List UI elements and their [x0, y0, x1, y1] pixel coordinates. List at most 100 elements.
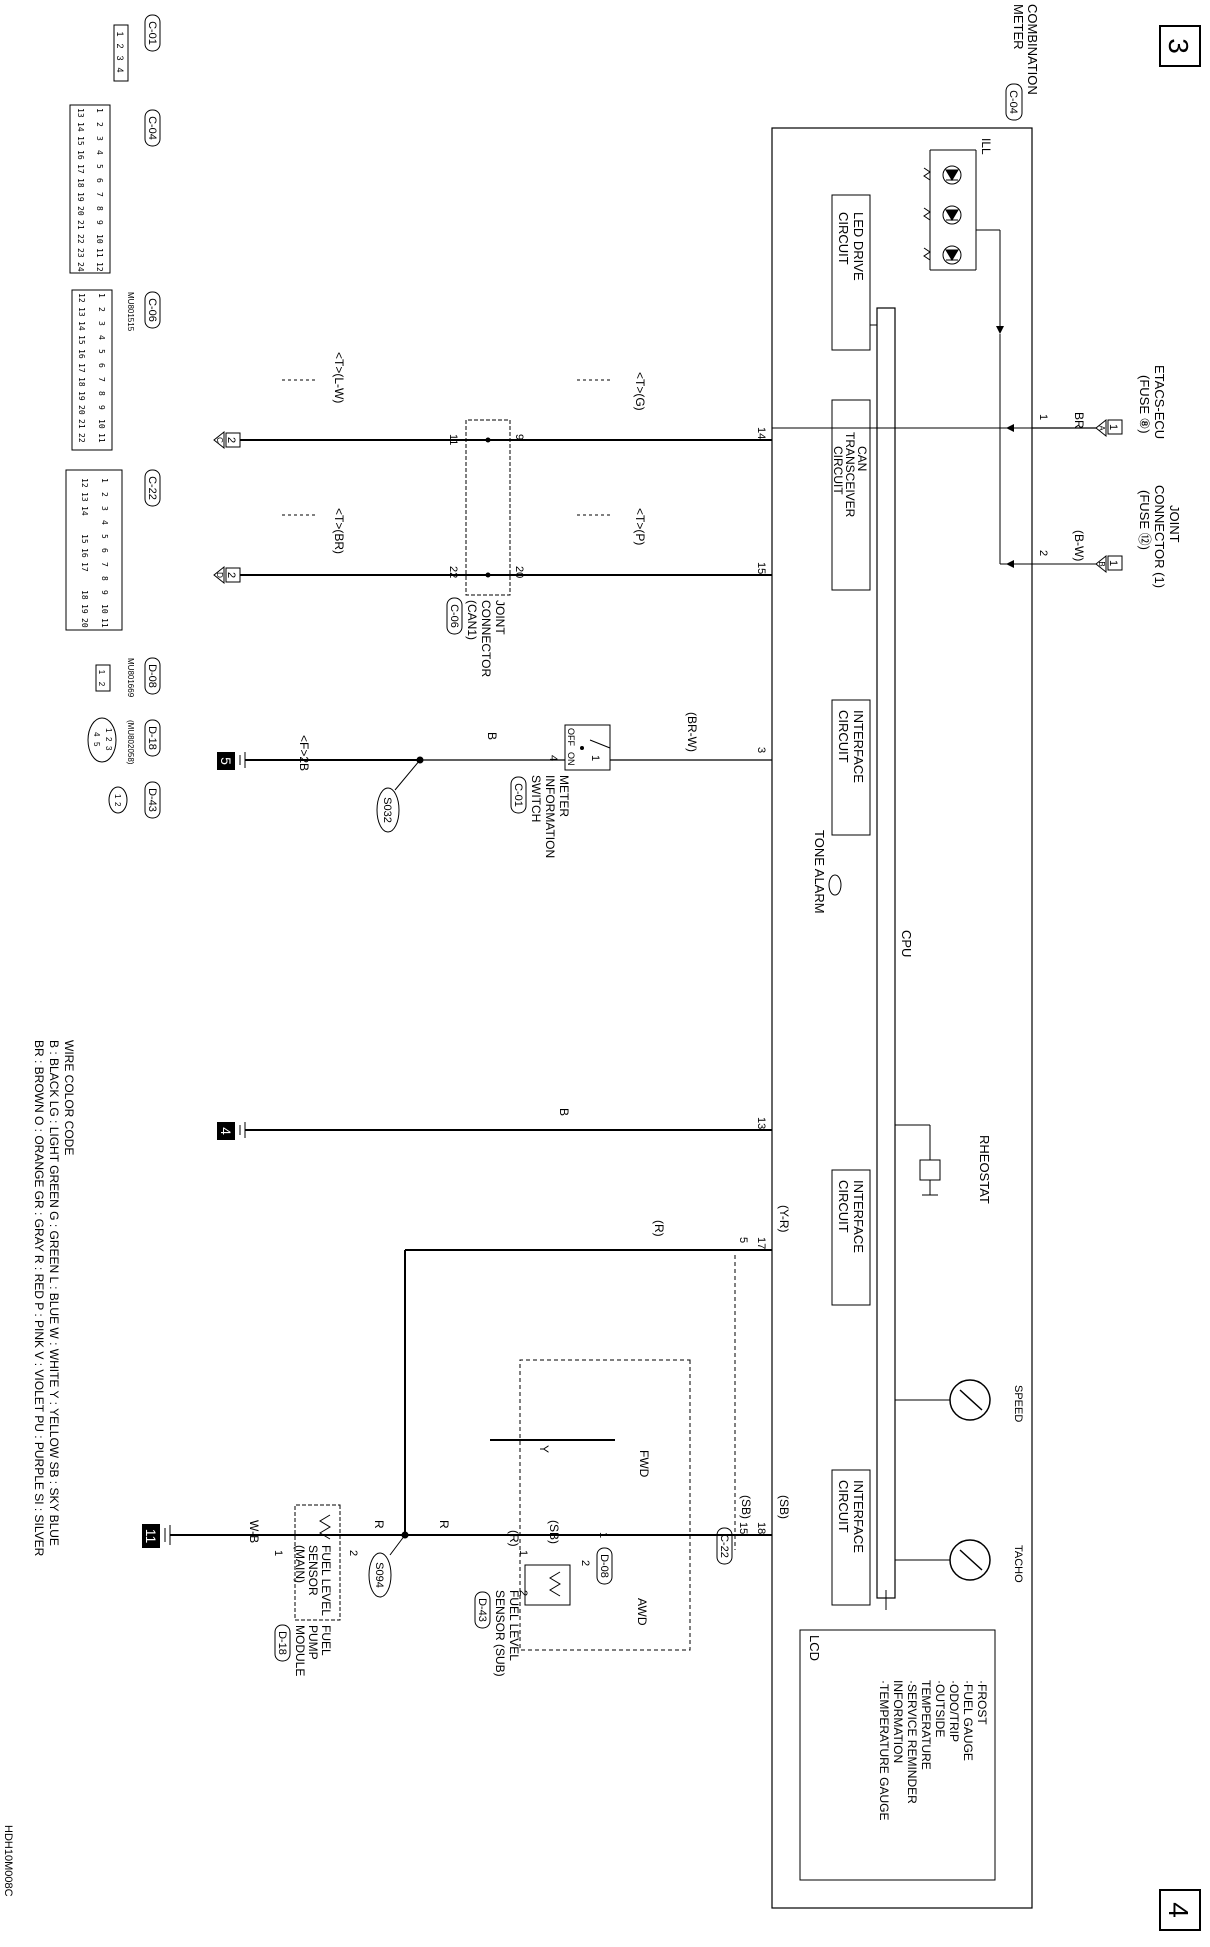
fuel-pin-1c: 1 — [597, 1532, 609, 1538]
svg-text:1: 1 — [97, 670, 106, 675]
joint1-label-3: (FUSE ⑫) — [1137, 490, 1152, 550]
svg-text:9: 9 — [95, 220, 104, 225]
svg-text:FUEL: FUEL — [319, 1625, 333, 1656]
svg-text:2: 2 — [225, 437, 237, 443]
svg-text:2: 2 — [97, 307, 106, 312]
section-4: 4 — [218, 1127, 234, 1135]
svg-text:16: 16 — [77, 349, 86, 359]
joint-pin-22: 22 — [447, 566, 459, 578]
tone-alarm-label: TONE ALARM — [812, 830, 827, 914]
svg-text:MODULE: MODULE — [293, 1625, 307, 1676]
splice-s032: S032 — [381, 797, 393, 823]
svg-text:(MAIN): (MAIN) — [293, 1545, 307, 1583]
svg-text:SWITCH: SWITCH — [529, 775, 543, 822]
svg-text:·ODO/TRIP: ·ODO/TRIP — [947, 1680, 961, 1742]
svg-text:5: 5 — [92, 742, 101, 747]
svg-text:INFORMATION: INFORMATION — [891, 1680, 905, 1763]
svg-text:6: 6 — [95, 178, 104, 183]
svg-text:TRANSCEIVER: TRANSCEIVER — [843, 432, 857, 518]
joint-can1-connector: C-06 — [448, 604, 460, 628]
svg-text:23: 23 — [76, 248, 85, 258]
meter-connector: C-04 — [1007, 90, 1019, 114]
svg-text:1: 1 — [1107, 560, 1119, 566]
meter-connector-tag — [1005, 83, 1023, 121]
fuel-level-sensor-sub — [524, 1564, 571, 1606]
etacs-wire-color: BR — [1072, 412, 1086, 429]
meter-pin-17: 17 — [755, 1237, 767, 1249]
svg-text:2: 2 — [225, 572, 237, 578]
svg-text:19: 19 — [76, 192, 85, 202]
fuel-conn-c22: C-22 — [718, 1534, 730, 1558]
joint-pin-9: 9 — [513, 434, 525, 440]
svg-text:17: 17 — [76, 164, 85, 174]
svg-text:CONNECTOR: CONNECTOR — [479, 600, 493, 677]
svg-text:6: 6 — [100, 548, 109, 553]
svg-text:INTERFACE: INTERFACE — [851, 1480, 866, 1553]
svg-text:1: 1 — [100, 478, 109, 483]
conn-c01: C-01 — [146, 21, 158, 45]
interface-circuit-2 — [831, 1169, 871, 1306]
etacs-fuse: (FUSE ⑧) — [1137, 375, 1152, 434]
svg-text:24: 24 — [76, 262, 85, 272]
can-term-c: C — [215, 437, 224, 443]
fuel-conn-d08: D-08 — [598, 1554, 610, 1578]
svg-text:SENSOR (SUB): SENSOR (SUB) — [493, 1590, 507, 1677]
section-5: 5 — [218, 757, 234, 765]
lcd-box — [799, 1629, 996, 1881]
tone-alarm-icon — [828, 874, 842, 896]
joint1-label-1: JOINT — [1167, 505, 1182, 543]
svg-text:20: 20 — [76, 206, 85, 216]
rheostat-switch — [919, 1159, 941, 1181]
svg-text:CIRCUIT: CIRCUIT — [836, 1480, 851, 1533]
meter-title-2: METER — [1011, 4, 1026, 50]
switch-wire-b: B — [485, 732, 499, 740]
awd-label: AWD — [635, 1598, 649, 1626]
conn-d08: D-08 — [146, 664, 158, 688]
fuel-wire-wb: W-B — [247, 1520, 261, 1543]
legend-title: WIRE COLOR CODE — [62, 1040, 76, 1155]
meter-pin-3: 3 — [755, 747, 767, 753]
svg-text:·FUEL GAUGE: ·FUEL GAUGE — [961, 1680, 975, 1761]
svg-text:11: 11 — [100, 618, 109, 628]
conn-c06-pins: 1 2 3 4 5 6 7 8 9 10 11 12 13 14 15 16 1… — [77, 293, 106, 443]
svg-text:3: 3 — [97, 321, 106, 326]
svg-text:16: 16 — [76, 150, 85, 160]
svg-text:13: 13 — [77, 307, 86, 317]
svg-text:4: 4 — [97, 335, 106, 340]
page-number-top: 3 — [1163, 38, 1194, 54]
page-number-bottom: 4 — [1163, 1902, 1194, 1918]
svg-text:16: 16 — [80, 548, 89, 558]
fuel-pin-2e: 2 — [347, 1550, 359, 1556]
svg-text:FUEL LEVEL: FUEL LEVEL — [507, 1590, 521, 1661]
svg-text:(CAN1): (CAN1) — [465, 600, 479, 640]
svg-text:7: 7 — [97, 377, 106, 382]
svg-text:4: 4 — [92, 732, 101, 737]
interface-circuit-1 — [831, 699, 871, 836]
conn-c22: C-22 — [146, 476, 158, 500]
legend-line-2: BR : BROWN O : ORANGE GR : GRAY R : RED … — [32, 1040, 46, 1557]
conn-d18-face — [87, 717, 117, 763]
fuel-wire-sb3: (SB) — [547, 1520, 561, 1544]
svg-text:FUEL LEVEL: FUEL LEVEL — [319, 1545, 333, 1616]
conn-c06: C-06 — [146, 298, 158, 322]
svg-text:14: 14 — [80, 506, 89, 516]
svg-text:3: 3 — [104, 746, 113, 751]
conn-c04-face — [69, 104, 111, 274]
svg-text:7: 7 — [100, 562, 109, 567]
can-transceiver-circuit — [831, 399, 871, 591]
fuel-wire-r2: (R) — [507, 1530, 521, 1547]
page-number-box-top — [1159, 25, 1201, 67]
svg-text:8: 8 — [100, 576, 109, 581]
ill-label: ILL — [979, 138, 993, 155]
conn-c04-pins: 1 2 3 4 5 6 7 8 9 10 11 12 13 14 15 16 1… — [76, 108, 104, 272]
led-drive-circuit — [831, 194, 871, 351]
svg-text:5: 5 — [100, 534, 109, 539]
svg-text:2: 2 — [97, 682, 106, 687]
cpu-label: CPU — [899, 930, 914, 957]
svg-text:1: 1 — [95, 108, 104, 113]
rheostat-label: RHEOSTAT — [977, 1135, 992, 1204]
svg-text:1: 1 — [115, 31, 125, 36]
joint1-wire-color: (B-W) — [1072, 530, 1086, 561]
svg-text:11: 11 — [97, 433, 106, 443]
